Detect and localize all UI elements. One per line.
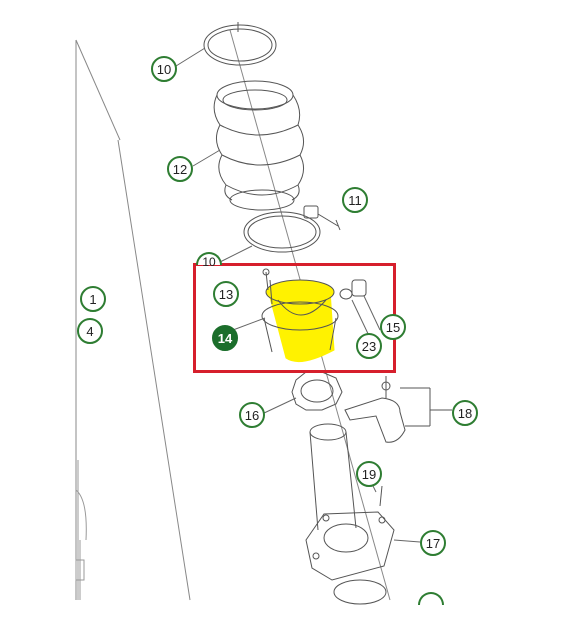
guide-tube	[309, 423, 383, 531]
callout-4[interactable]: 4	[77, 318, 103, 344]
callout-17[interactable]: 17	[420, 530, 446, 556]
base-flange	[305, 511, 395, 581]
callout-13[interactable]: 13	[213, 281, 239, 307]
callout-14[interactable]: 14	[212, 325, 238, 351]
bottom-ring	[333, 579, 387, 605]
screw-part-13	[262, 268, 270, 291]
callout-19[interactable]: 19	[356, 461, 382, 487]
clamp-ring-lower	[243, 205, 341, 253]
bracket	[344, 376, 452, 443]
callout-1[interactable]: 1	[80, 286, 106, 312]
callout-23[interactable]: 23	[356, 333, 382, 359]
bellows	[213, 80, 304, 211]
left-side-parts	[75, 460, 87, 600]
washer-part-15	[339, 279, 367, 300]
callout-11[interactable]: 11	[342, 187, 368, 213]
bush-part-14	[261, 279, 339, 363]
callout-16[interactable]: 16	[239, 402, 265, 428]
star-ring	[291, 371, 343, 411]
clamp-ring-top	[203, 22, 277, 66]
callout-15[interactable]: 15	[380, 314, 406, 340]
callout-12[interactable]: 12	[167, 156, 193, 182]
callout-18[interactable]: 18	[452, 400, 478, 426]
callout-10-top[interactable]: 10	[151, 56, 177, 82]
